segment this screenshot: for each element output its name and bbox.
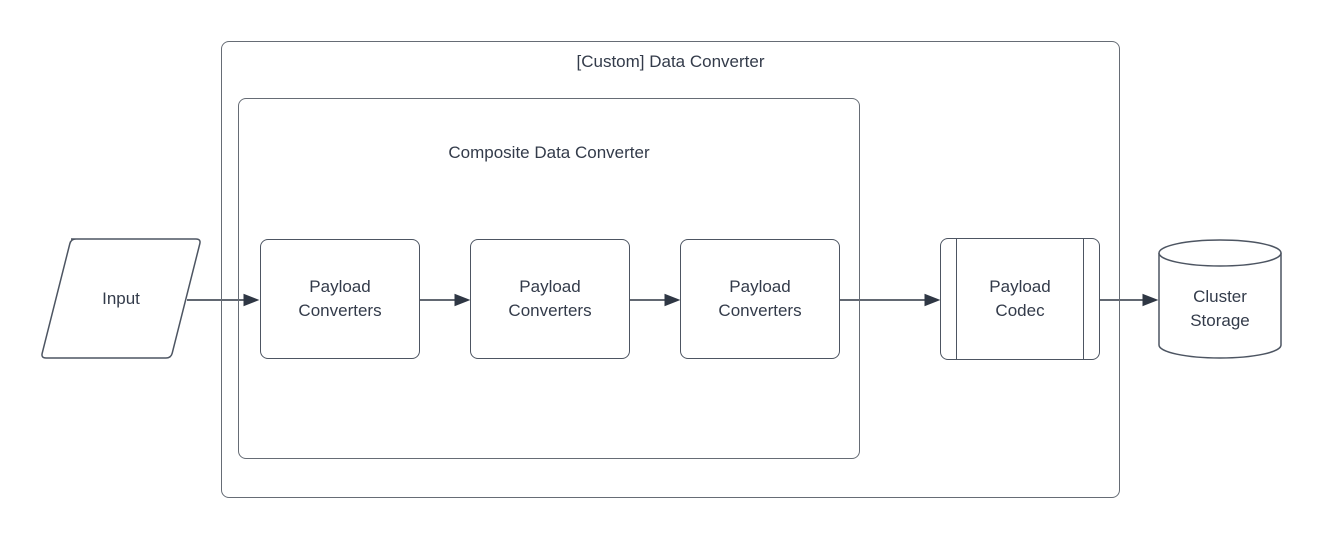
input-parallelogram-shape bbox=[41, 238, 201, 359]
node-payload-converters-1-label: Payload Converters bbox=[298, 277, 382, 320]
arrow-payload2-to-payload3 bbox=[630, 293, 681, 307]
node-payload-converters-2-label: Payload Converters bbox=[508, 277, 592, 320]
node-payload-converters-2: Payload Converters bbox=[470, 239, 630, 359]
composite-data-converter-title: Composite Data Converter bbox=[448, 143, 650, 162]
codec-right-inner-line bbox=[1083, 239, 1084, 359]
arrow-payload1-to-payload2 bbox=[420, 293, 471, 307]
custom-data-converter-container bbox=[221, 41, 1120, 498]
cluster-storage-cylinder-top bbox=[1158, 239, 1282, 267]
node-payload-converters-1: Payload Converters bbox=[260, 239, 420, 359]
custom-data-converter-title: [Custom] Data Converter bbox=[576, 52, 765, 71]
cluster-storage-cylinder-body bbox=[1158, 253, 1282, 359]
codec-left-inner-line bbox=[956, 239, 957, 359]
node-input-label: Input bbox=[102, 288, 140, 308]
node-payload-codec: Payload Codec bbox=[940, 238, 1100, 360]
composite-data-converter-container bbox=[238, 98, 860, 459]
arrow-codec-to-storage bbox=[1100, 293, 1159, 307]
node-payload-converters-3: Payload Converters bbox=[680, 239, 840, 359]
arrow-input-to-payload1 bbox=[187, 293, 260, 307]
node-payload-converters-3-label: Payload Converters bbox=[718, 277, 802, 320]
arrow-payload3-to-codec bbox=[840, 293, 941, 307]
node-payload-codec-label: Payload Codec bbox=[989, 277, 1051, 320]
node-cluster-storage-label: Cluster Storage bbox=[1190, 287, 1250, 330]
